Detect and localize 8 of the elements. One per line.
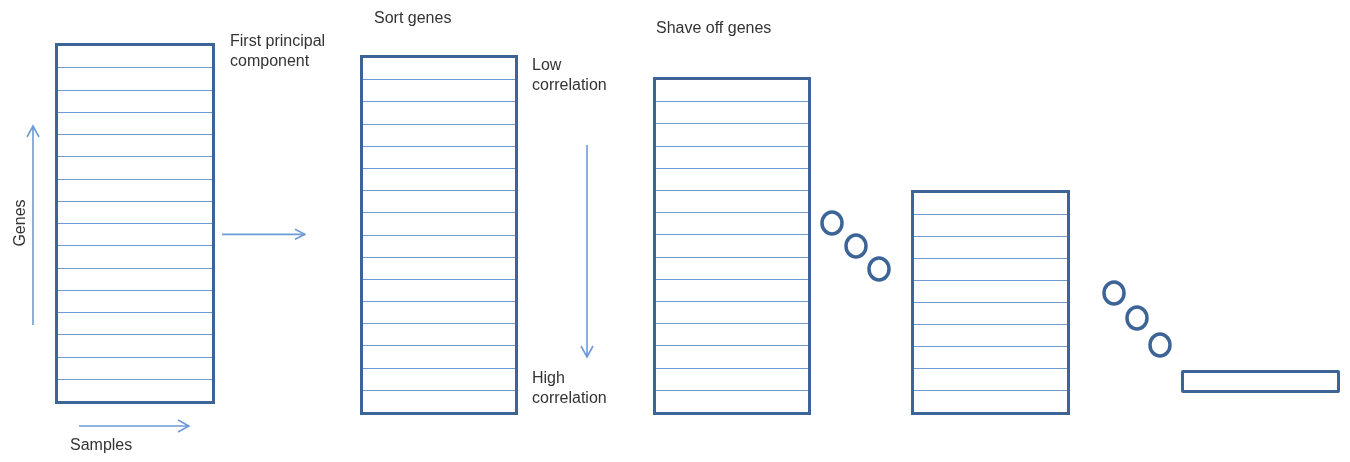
axis-label: High correlation [532, 368, 608, 408]
heading: Sort genes [374, 8, 452, 28]
heading: Shave off genes [656, 18, 772, 38]
axis-label: Samples [70, 435, 134, 455]
axis-label: Low correlation [532, 55, 608, 95]
axis-label: Genes [10, 198, 29, 249]
arrow [221, 228, 306, 241]
caption-text: First principal component [230, 31, 327, 71]
